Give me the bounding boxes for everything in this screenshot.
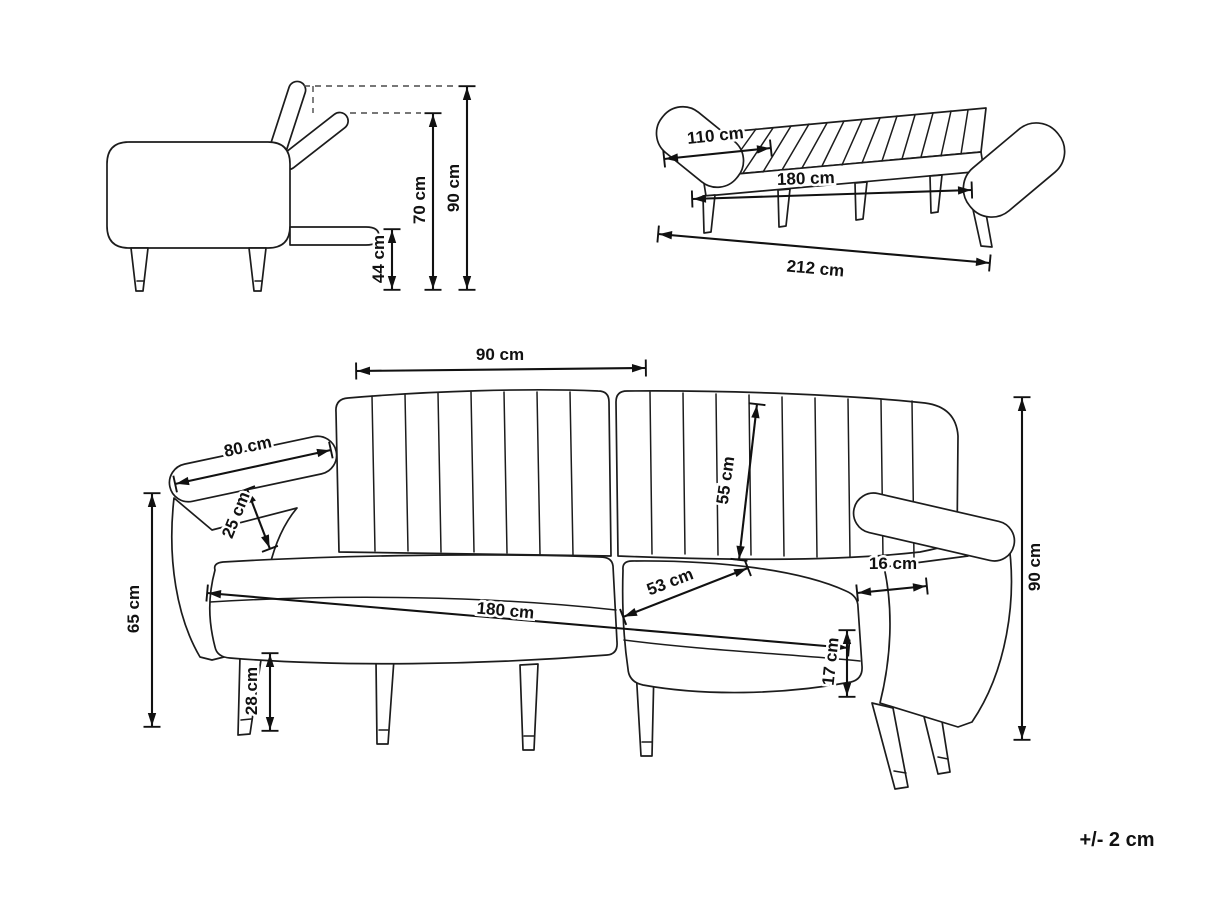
dim-label-70cm: 70 cm bbox=[410, 176, 429, 224]
side-leg-left bbox=[130, 247, 149, 292]
dim-label-90cm-total: 90 cm bbox=[1025, 543, 1044, 591]
dim-label-28cm: 28 cm bbox=[242, 667, 261, 715]
open-bed-dimensions: 110 cm 180 cm 212 cm bbox=[656, 121, 992, 283]
front-view-legs bbox=[237, 652, 951, 790]
open-bed-view: 110 cm 180 cm 212 cm bbox=[655, 105, 1066, 283]
dim-arrow-180cm-seat bbox=[205, 584, 851, 657]
dim-arrow-212cm bbox=[656, 225, 992, 272]
dim-label-16cm: 16 cm bbox=[869, 554, 917, 573]
dim-label-44cm: 44 cm bbox=[369, 235, 388, 283]
dim-label-90cm-backrest: 90 cm bbox=[476, 345, 524, 364]
dim-arrow-53cm bbox=[619, 559, 752, 626]
backrest-left-panel bbox=[335, 388, 612, 557]
backrest-left-tufting bbox=[371, 391, 574, 556]
dim-arrow-90cm-backrest bbox=[355, 359, 647, 380]
side-view-dimensions: 44 cm 70 cm 90 cm bbox=[367, 85, 476, 291]
side-view: 44 cm 70 cm 90 cm bbox=[106, 80, 476, 292]
dim-label-212cm: 212 cm bbox=[786, 257, 845, 281]
dim-label-180cm-open: 180 cm bbox=[777, 168, 835, 189]
dim-label-65cm: 65 cm bbox=[124, 585, 143, 633]
tolerance-note: +/- 2 cm bbox=[1079, 829, 1154, 851]
dim-arrow-80cm bbox=[172, 441, 334, 493]
dim-arrow-55cm bbox=[730, 402, 766, 562]
front-view: 90 cm 80 cm 25 cm 55 cm 65 cm 180 cm 53 … bbox=[122, 343, 1047, 790]
dim-label-90cm-side: 90 cm bbox=[444, 164, 463, 212]
dim-arrow-25cm bbox=[238, 485, 279, 553]
side-view-guide-lines bbox=[304, 85, 456, 114]
dim-arrow-16cm bbox=[855, 577, 929, 602]
dim-arrow-180cm-open bbox=[690, 181, 974, 208]
side-leg-right bbox=[248, 247, 267, 292]
sofa-side-body bbox=[106, 141, 291, 249]
seat-cushion-left bbox=[208, 554, 618, 665]
open-bed-sofa bbox=[655, 105, 1066, 248]
backrest-flap-flat bbox=[289, 226, 380, 246]
armrest-right bbox=[852, 492, 1016, 728]
side-view-sofa bbox=[106, 80, 380, 292]
dim-arrow-110cm bbox=[662, 139, 773, 168]
